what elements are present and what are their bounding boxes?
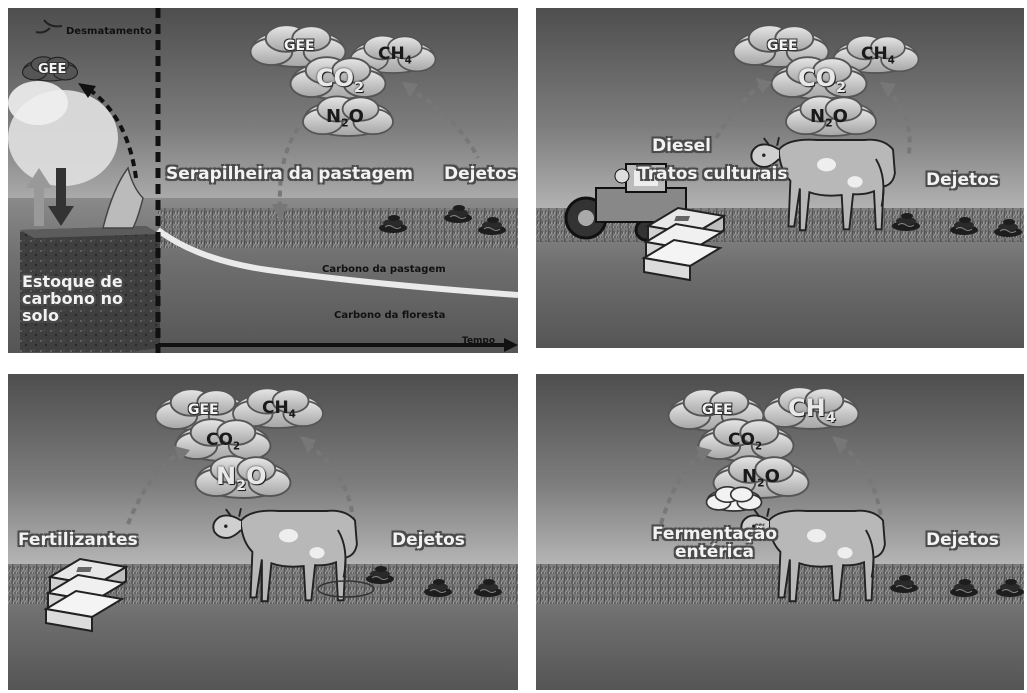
panel3-scene bbox=[8, 374, 518, 690]
panel-deforestation-soil-carbon: Desmatamento GEE GEE CH4 CO2 N2O Serapil… bbox=[8, 8, 518, 353]
cultural-practices-label: Tratos culturais bbox=[638, 164, 788, 184]
fertilizers-label: Fertilizantes bbox=[18, 530, 138, 550]
panel4-scene bbox=[536, 374, 1024, 690]
n2o-label: N2O bbox=[810, 106, 848, 130]
n2o-label: N2O bbox=[742, 466, 780, 490]
panel1-scene bbox=[8, 8, 518, 353]
diesel-label: Diesel bbox=[652, 136, 711, 156]
carbon-decline-curve bbox=[156, 227, 518, 298]
n2o-label: N2O bbox=[326, 106, 364, 130]
ch4-label: CH4 bbox=[861, 44, 895, 67]
co2-label: CO2 bbox=[728, 430, 763, 453]
manure-label: Dejetos bbox=[926, 170, 999, 190]
ch4-label: CH4 bbox=[788, 394, 836, 426]
up-arrow-icon bbox=[26, 168, 52, 188]
time-axis-label: Tempo bbox=[462, 336, 496, 346]
panel-enteric-fermentation: GEE CH4 CO2 N2O Fermentação entérica Dej… bbox=[536, 374, 1024, 690]
deforestation-label: Desmatamento bbox=[66, 26, 152, 37]
panel-diesel-cultural-practices: GEE CH4 CO2 N2O Diesel Tratos culturais … bbox=[536, 8, 1024, 348]
ch4-label: CH4 bbox=[262, 398, 296, 421]
gee-label: GEE bbox=[284, 38, 315, 54]
urine-puddle bbox=[317, 580, 375, 598]
co2-label: CO2 bbox=[798, 64, 847, 96]
sun-icon bbox=[35, 19, 63, 34]
panel-fertilizers: GEE CH4 CO2 N2O Fertilizantes Dejetos bbox=[8, 374, 518, 690]
fire-icon bbox=[102, 166, 144, 229]
co2-label: CO2 bbox=[316, 64, 365, 96]
forest-carbon-label: Carbono da floresta bbox=[334, 310, 446, 321]
gee-label: GEE bbox=[702, 402, 733, 418]
manure-label: Dejetos bbox=[926, 530, 999, 550]
co2-label: CO2 bbox=[206, 430, 241, 453]
manure-label: Dejetos bbox=[444, 164, 517, 184]
gee-small-label: GEE bbox=[38, 62, 67, 77]
soil-block bbox=[20, 226, 160, 352]
n2o-label: N2O bbox=[216, 462, 267, 494]
gee-label: GEE bbox=[188, 402, 219, 418]
gee-label: GEE bbox=[767, 38, 798, 54]
litter-label: Serapilheira da pastagem bbox=[166, 164, 414, 184]
pasture-carbon-label: Carbono da pastagem bbox=[322, 264, 446, 275]
down-arrow-icon bbox=[48, 206, 74, 226]
ch4-label: CH4 bbox=[378, 44, 412, 67]
enteric-fermentation-label: Fermentação entérica bbox=[652, 524, 778, 562]
panel2-scene bbox=[536, 8, 1024, 348]
soil-stock-label: Estoque de carbono no solo bbox=[22, 272, 123, 325]
manure-label: Dejetos bbox=[392, 530, 465, 550]
